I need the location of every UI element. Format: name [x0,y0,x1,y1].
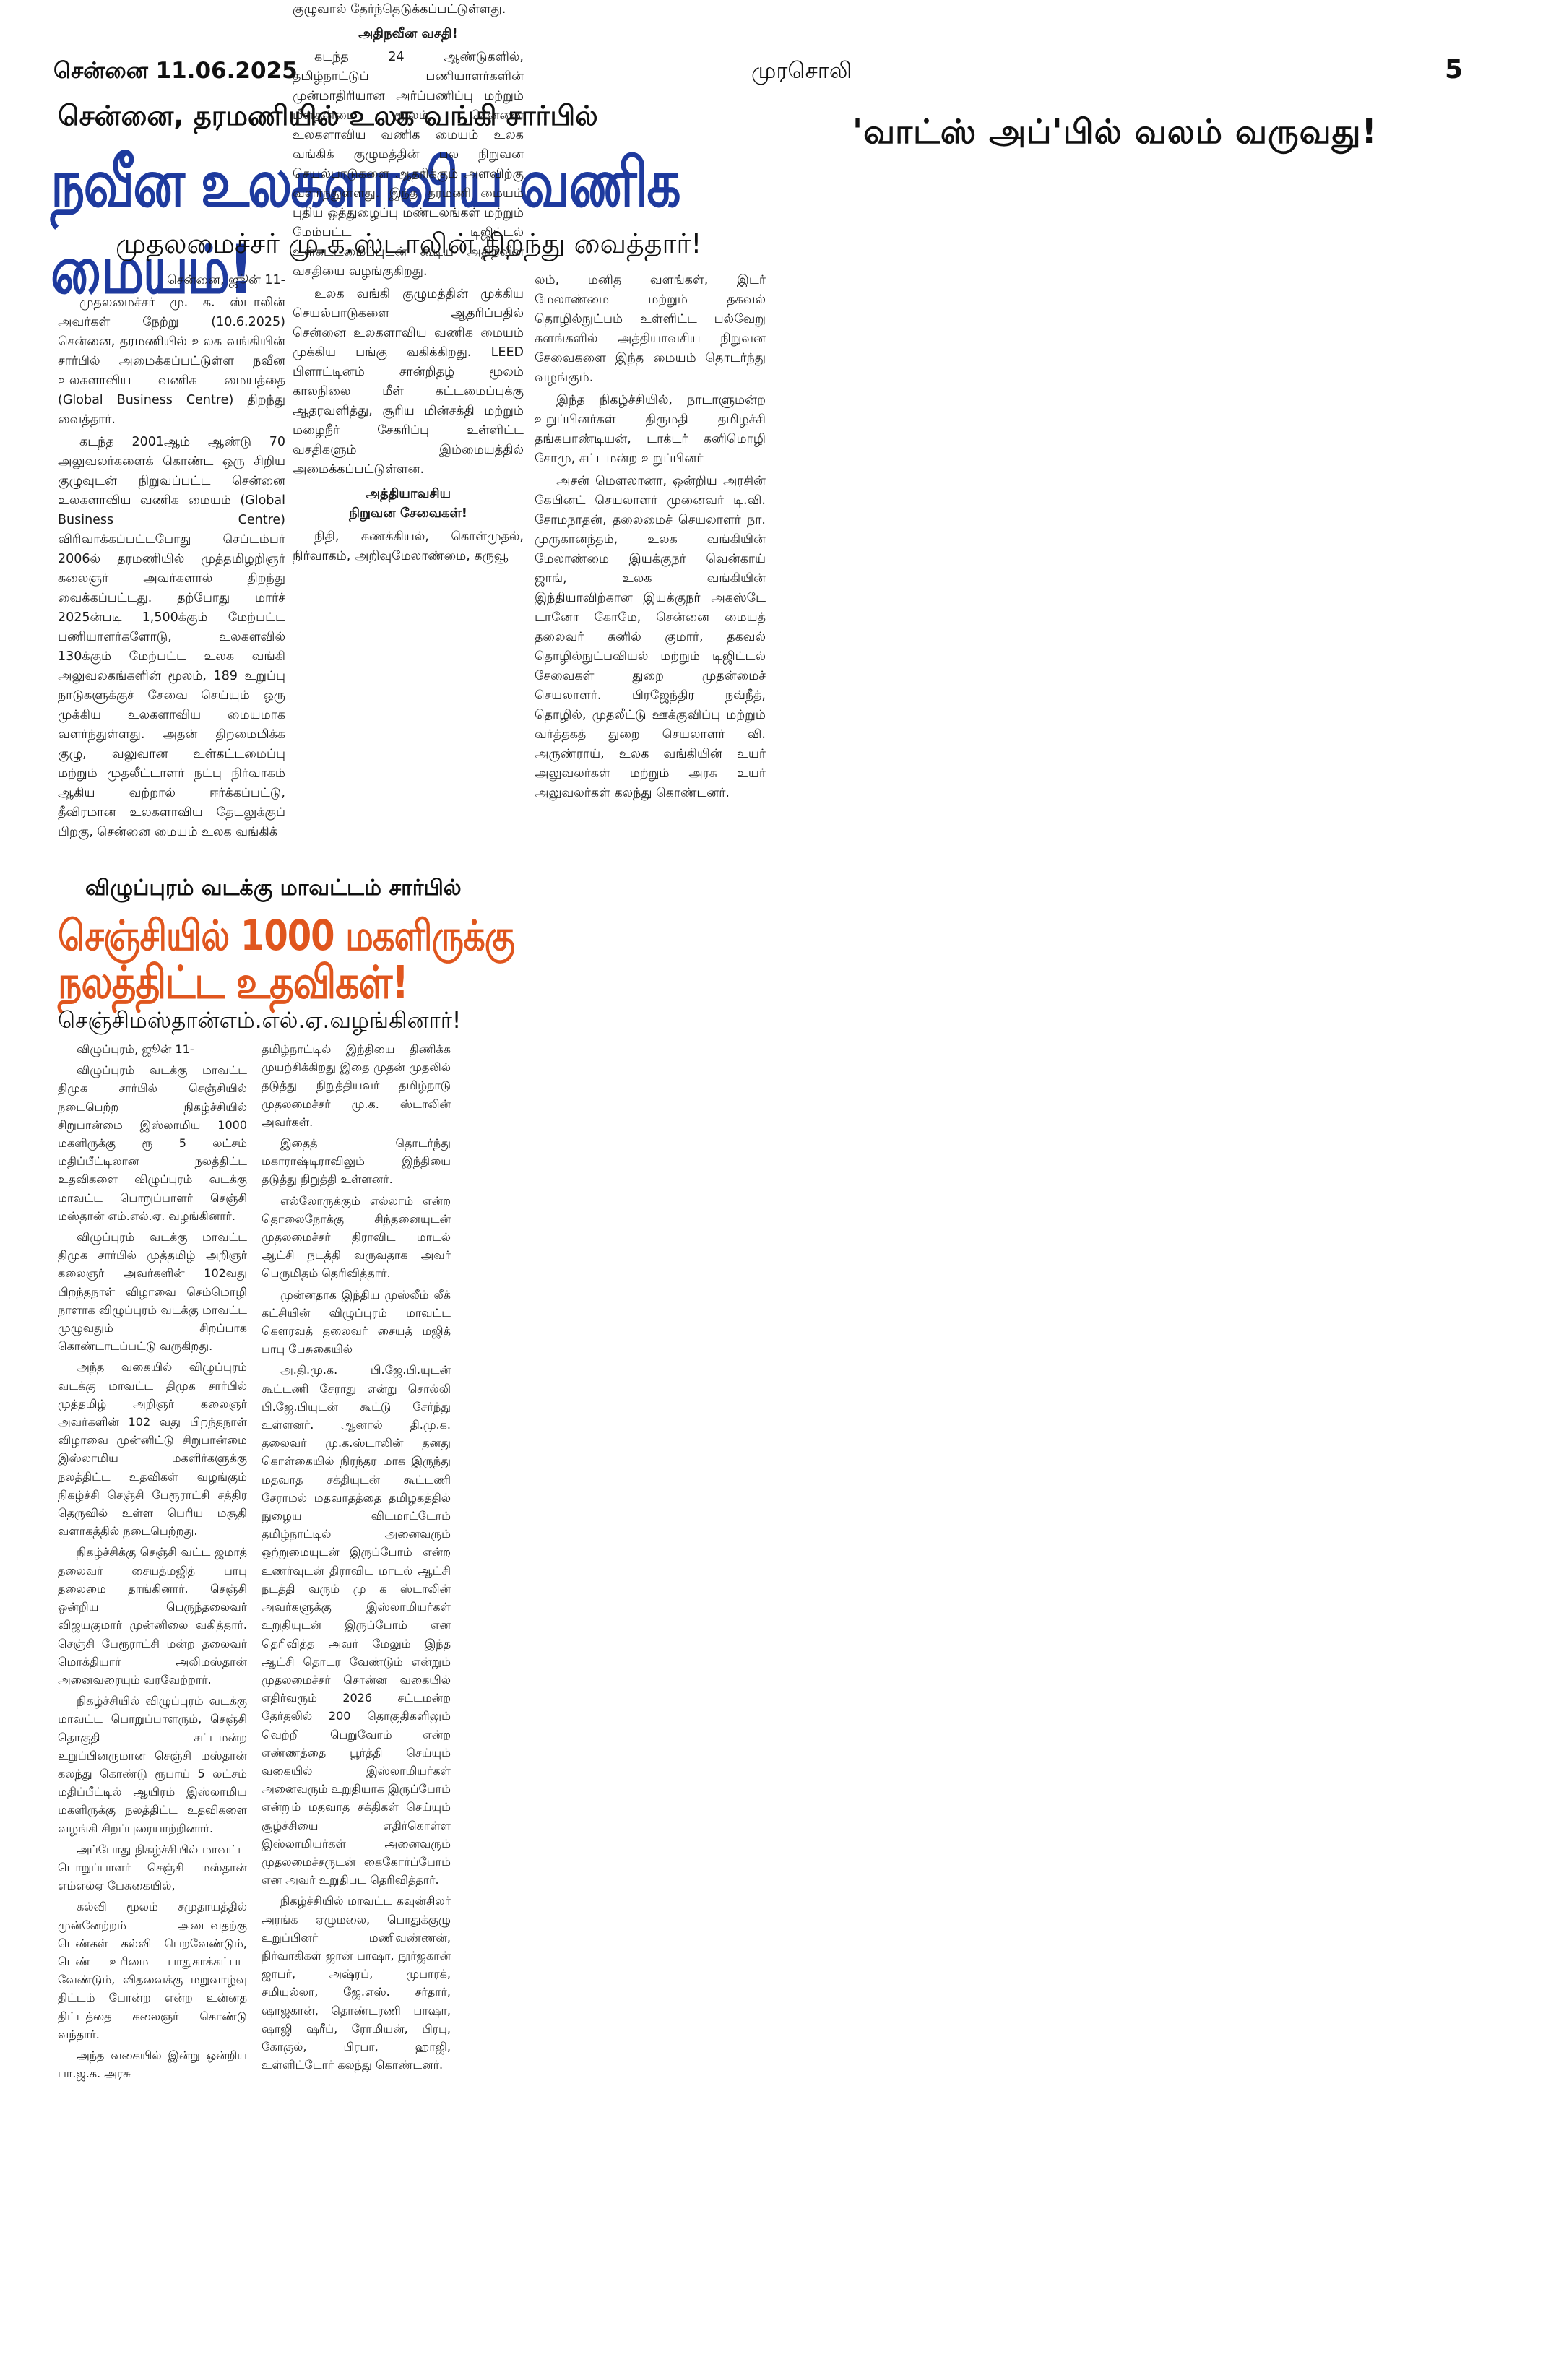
story1-c2-p2: உலக வங்கி குழுமத்தின் முக்கிய செயல்பாடுக… [293,287,524,477]
story1-c2-p0: குழுவால் தேர்ந்தெடுக்கப்பட்டுள்ளது. [293,2,506,17]
story2-c2-p2: எல்லோருக்கும் எல்லாம் என்ற தொலைநோக்கு சி… [262,1193,451,1281]
story1-subhead: முதலமைச்சர் மு.க.ஸ்டாலின் திறந்து வைத்தா… [116,228,702,259]
story2-c1-p7: கல்வி மூலம் சமுதாயத்தில் முன்னேற்றம் அடை… [58,1900,247,2041]
story1-c1-p1: முதலமைச்சர் மு. க. ஸ்டாலின் அவர்கள் நேற்… [58,295,285,427]
story1-kicker: சென்னை, தரமணியில் உலக வங்கி சார்பில் [58,100,598,131]
story1-subheading-2b: நிறுவன சேவைகள்! [349,506,467,521]
story2-c1-p8: அந்த வகையில் இன்று ஒன்றிய பா.ஜ.க. அரசு [58,2048,247,2081]
story2-headline-line2: நலத்திட்ட உதவிகள்! [58,957,409,1009]
story2-c1-p6: அப்போது நிகழ்ச்சியில் மாவட்ட பொறுப்பாளர்… [58,1842,247,1893]
story2-c2-p0: தமிழ்நாட்டில் இந்தியை திணிக்க முயற்சிக்க… [262,1042,451,1129]
story2-c2-p4: அ.தி.மு.க. பி.ஜே.பி.யுடன் கூட்டணி சேராது… [262,1363,451,1887]
story1-c2-p1: கடந்த 24 ஆண்டுகளில், தமிழ்நாட்டுப் பணியா… [293,50,524,279]
page-number: 5 [1445,55,1464,85]
story1-c3-p1: இந்த நிகழ்ச்சியில், நாடாளுமன்ற உறுப்பினர… [535,393,766,466]
story1-c2-p3: நிதி, கணக்கியல், கொள்முதல், நிர்வாகம், அ… [293,529,524,563]
story2-c1-p2: விழுப்புரம் வடக்கு மாவட்ட திமுக சார்பில்… [58,1230,247,1354]
story1-c1-p2: கடந்த 2001ஆம் ஆண்டு 70 அலுவலர்களைக் கொண்… [58,435,285,839]
story2-c1-p0: விழுப்புரம், ஜூன் 11- [77,1042,194,1056]
story2-c1-p5: நிகழ்ச்சியில் விழுப்புரம் வடக்கு மாவட்ட … [58,1694,247,1835]
story2-subhead: செஞ்சிமஸ்தான்எம்.எல்.ஏ.வழங்கினார்! [58,1008,462,1034]
story1-column-2: குழுவால் தேர்ந்தெடுக்கப்பட்டுள்ளது. அதிந… [293,0,524,569]
story1-c3-p2: அசன் மௌலானா, ஒன்றிய அரசின் கேபினட் செயலா… [535,474,766,800]
story2-headline-line1: செஞ்சியில் 1000 மகளிருக்கு [58,912,515,961]
story1-subheading-1: அதிநவீன வசதி! [358,26,458,41]
story1-column-3: லம், மனித வளங்கள், இடர் மேலாண்மை மற்றும்… [535,271,766,806]
paper-name: முரசொலி [751,58,852,84]
story2-kicker: விழுப்புரம் வடக்கு மாவட்டம் சார்பில் [85,875,462,901]
story2-column-2: தமிழ்நாட்டில் இந்தியை திணிக்க முயற்சிக்க… [262,1040,451,2077]
dateline: சென்னை 11.06.2025 [53,58,298,84]
story2-c2-p1: இதைத் தொடர்ந்து மகாராஷ்டிராவிலும் இந்திய… [262,1136,451,1187]
story2-c1-p4: நிகழ்ச்சிக்கு செஞ்சி வட்ட ஜமாத் தலைவர் ச… [58,1545,247,1687]
story1-subheading-2a: அத்தியாவசிய [365,486,451,501]
story2-column-1: விழுப்புரம், ஜூன் 11- விழுப்புரம் வடக்கு… [58,1040,247,2085]
whatsapp-banner: 'வாட்ஸ் அப்'பில் வலம் வருவது! [852,112,1378,151]
story1-c3-p0: லம், மனித வளங்கள், இடர் மேலாண்மை மற்றும்… [535,273,766,385]
story1-c1-p0: சென்னை, ஜூன் 11- [167,273,285,287]
story1-column-1: சென்னை, ஜூன் 11- முதலமைச்சர் மு. க. ஸ்டா… [58,271,285,845]
story1-headline: நவீன உலகளாவிய வணிக மையம்! [51,144,681,309]
story2-c2-p5: நிகழ்ச்சியில் மாவட்ட கவுன்சிலர் அரங்க ஏழ… [262,1894,451,2072]
story2-c1-p1: விழுப்புரம் வடக்கு மாவட்ட திமுக சார்பில்… [58,1063,247,1223]
story2-c1-p3: அந்த வகையில் விழுப்புரம் வடக்கு மாவட்ட த… [58,1360,247,1539]
story2-c2-p3: முன்னதாக இந்திய முஸ்லீம் லீக் கட்சியின் … [262,1287,451,1356]
